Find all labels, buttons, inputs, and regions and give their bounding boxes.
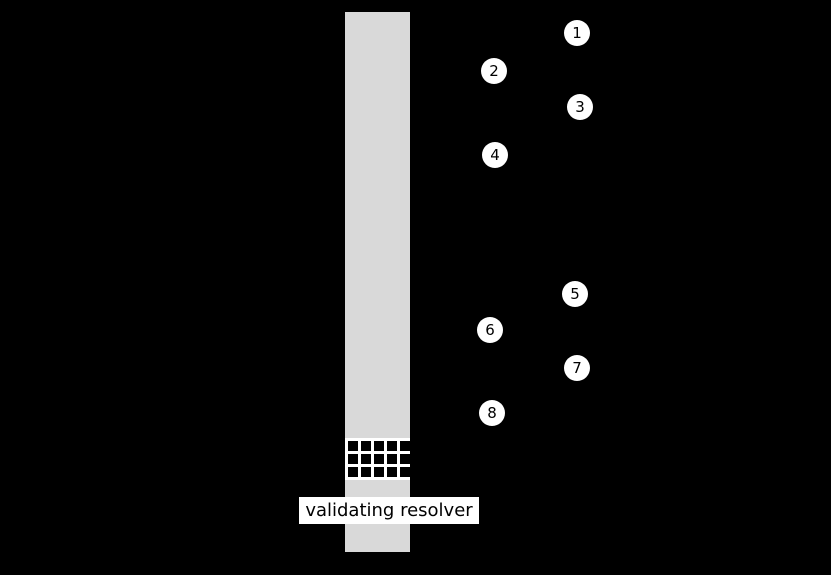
step-marker-3: 3 (567, 94, 593, 120)
step-marker-8: 8 (479, 400, 505, 426)
step-marker-5: 5 (562, 281, 588, 307)
step-marker-6: 6 (477, 317, 503, 343)
hatch-grid-section (345, 438, 410, 480)
step-marker-1: 1 (564, 20, 590, 46)
step-marker-2: 2 (481, 58, 507, 84)
step-marker-4: 4 (482, 142, 508, 168)
validating-resolver-label: validating resolver (299, 497, 479, 524)
step-marker-7: 7 (564, 355, 590, 381)
